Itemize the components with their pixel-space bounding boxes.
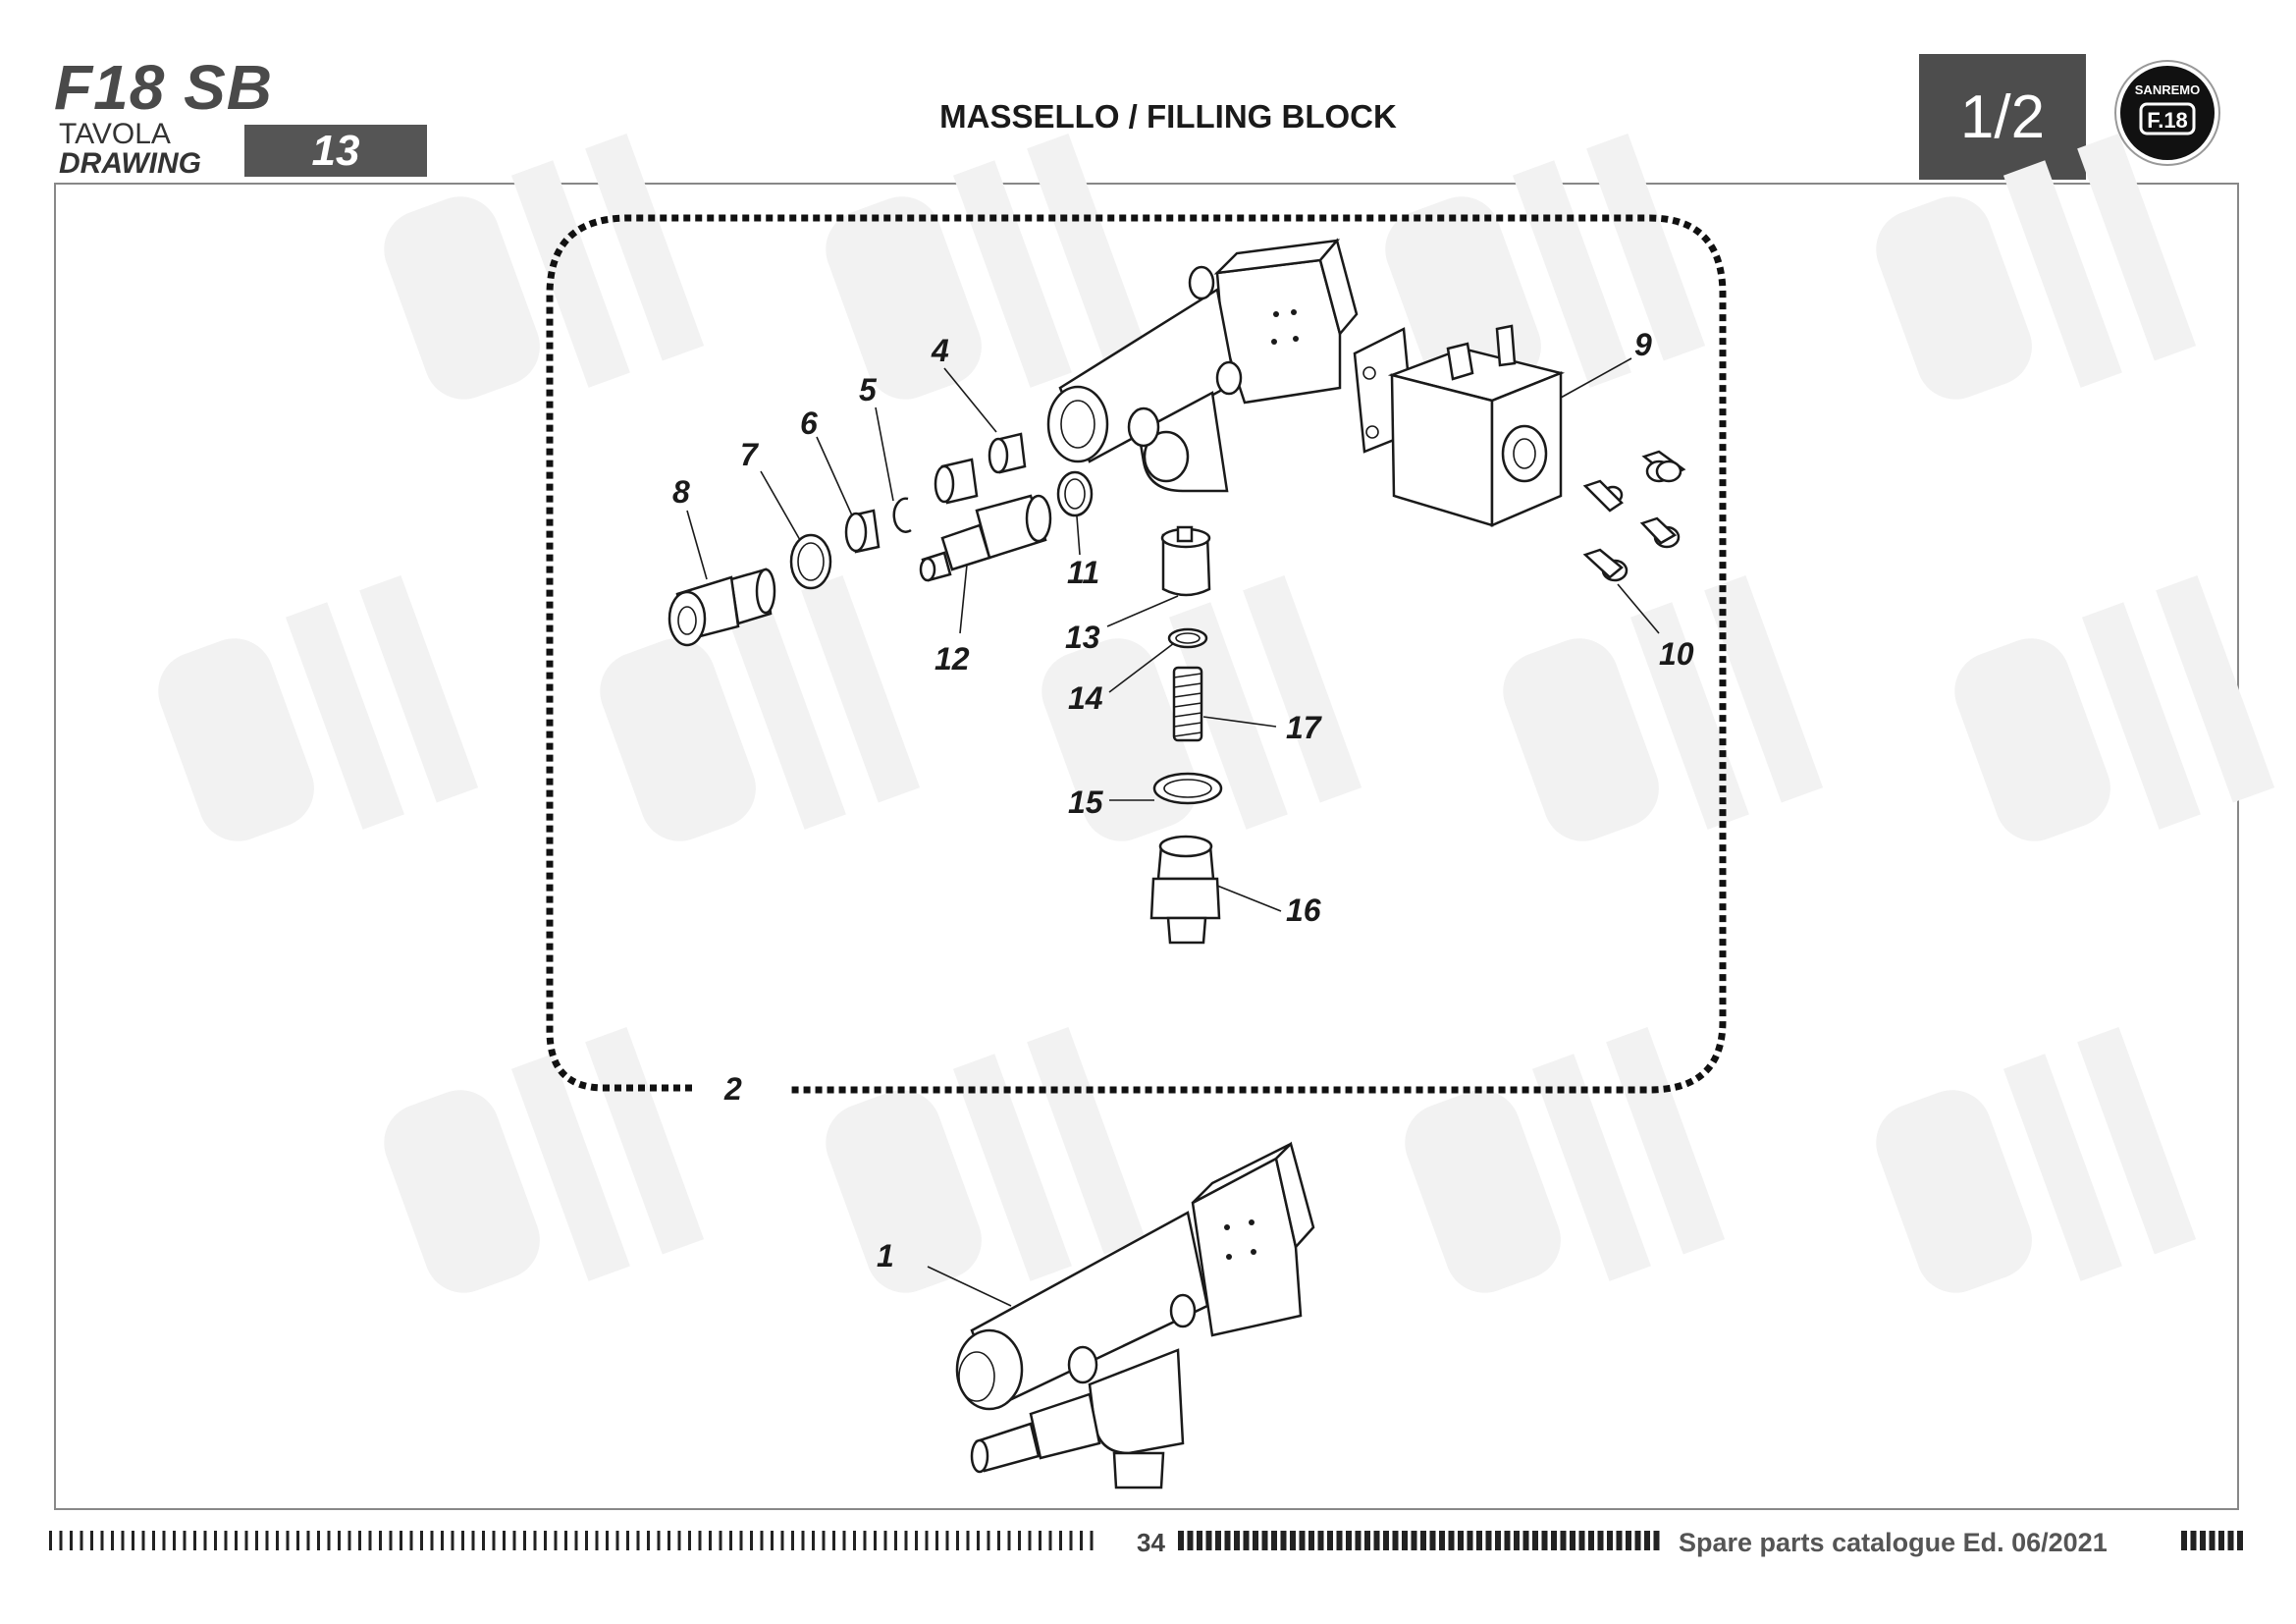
part-7-oring [789,533,832,590]
footer-bar: 34 Spare parts catalogue Ed. 06/2021 [49,1528,2243,1557]
footer-catalogue-edition: Spare parts catalogue Ed. 06/2021 [1679,1528,2108,1557]
callout-10: 10 [1659,636,1694,672]
tavola-label: TAVOLA [59,118,171,150]
drawing-frame [54,183,2239,1510]
footer-page-number: 34 [1137,1528,1165,1557]
part-11-oring [1056,470,1094,517]
callout-labels: 1 2 4 5 6 7 8 9 10 11 12 13 14 15 16 17 [672,327,1694,1273]
callout-11: 11 [1067,555,1099,590]
logo-top-text: SANREMO [2135,82,2200,97]
callout-17: 17 [1286,710,1323,745]
callout-12: 12 [934,641,970,677]
part-10-screws [1582,450,1686,582]
callout-6: 6 [800,406,818,441]
footer-ticks-left [49,1531,1094,1550]
callout-14: 14 [1068,680,1103,716]
model-name: F18 SB [54,52,273,123]
footer-ticks-right [2181,1531,2243,1550]
callout-15: 15 [1068,785,1104,820]
part-12-hose-fitting [919,494,1052,582]
callout-2: 2 [723,1071,742,1107]
part-14-small-oring [1167,627,1208,649]
callout-16: 16 [1286,893,1321,928]
drawing-label: DRAWING [59,147,201,180]
part-16-fitting [1149,835,1221,945]
part-9-solenoid-coil [1353,324,1566,527]
kit-boundary-dotted [546,214,1727,1094]
part-17-spring [1172,666,1203,742]
callout-9: 9 [1634,327,1652,362]
table-number: 13 [244,125,427,177]
page-of-indicator: 1/2 [1919,54,2086,180]
callout-1: 1 [877,1238,894,1273]
part-8-fitting [667,568,776,647]
logo-mark-text: F.18 [2147,108,2188,133]
part-5-clip [892,497,912,533]
callout-7: 7 [740,437,760,472]
filling-block-exploded [1046,238,1359,493]
part-4-bushings [934,432,1027,505]
part-1-assembled-block [955,1141,1315,1489]
leader-lines [686,357,1660,1307]
callout-4: 4 [931,333,949,368]
callout-5: 5 [859,372,878,407]
part-13-valve-seat [1160,525,1211,597]
page-title: MASSELLO / FILLING BLOCK [939,98,1397,135]
part-6-cap [844,509,881,554]
sanremo-logo: SANREMO F.18 [2114,60,2220,166]
footer-ticks-middle [1178,1531,1660,1550]
callout-8: 8 [672,474,690,510]
callout-13: 13 [1065,620,1100,655]
part-15-large-oring [1152,772,1223,805]
